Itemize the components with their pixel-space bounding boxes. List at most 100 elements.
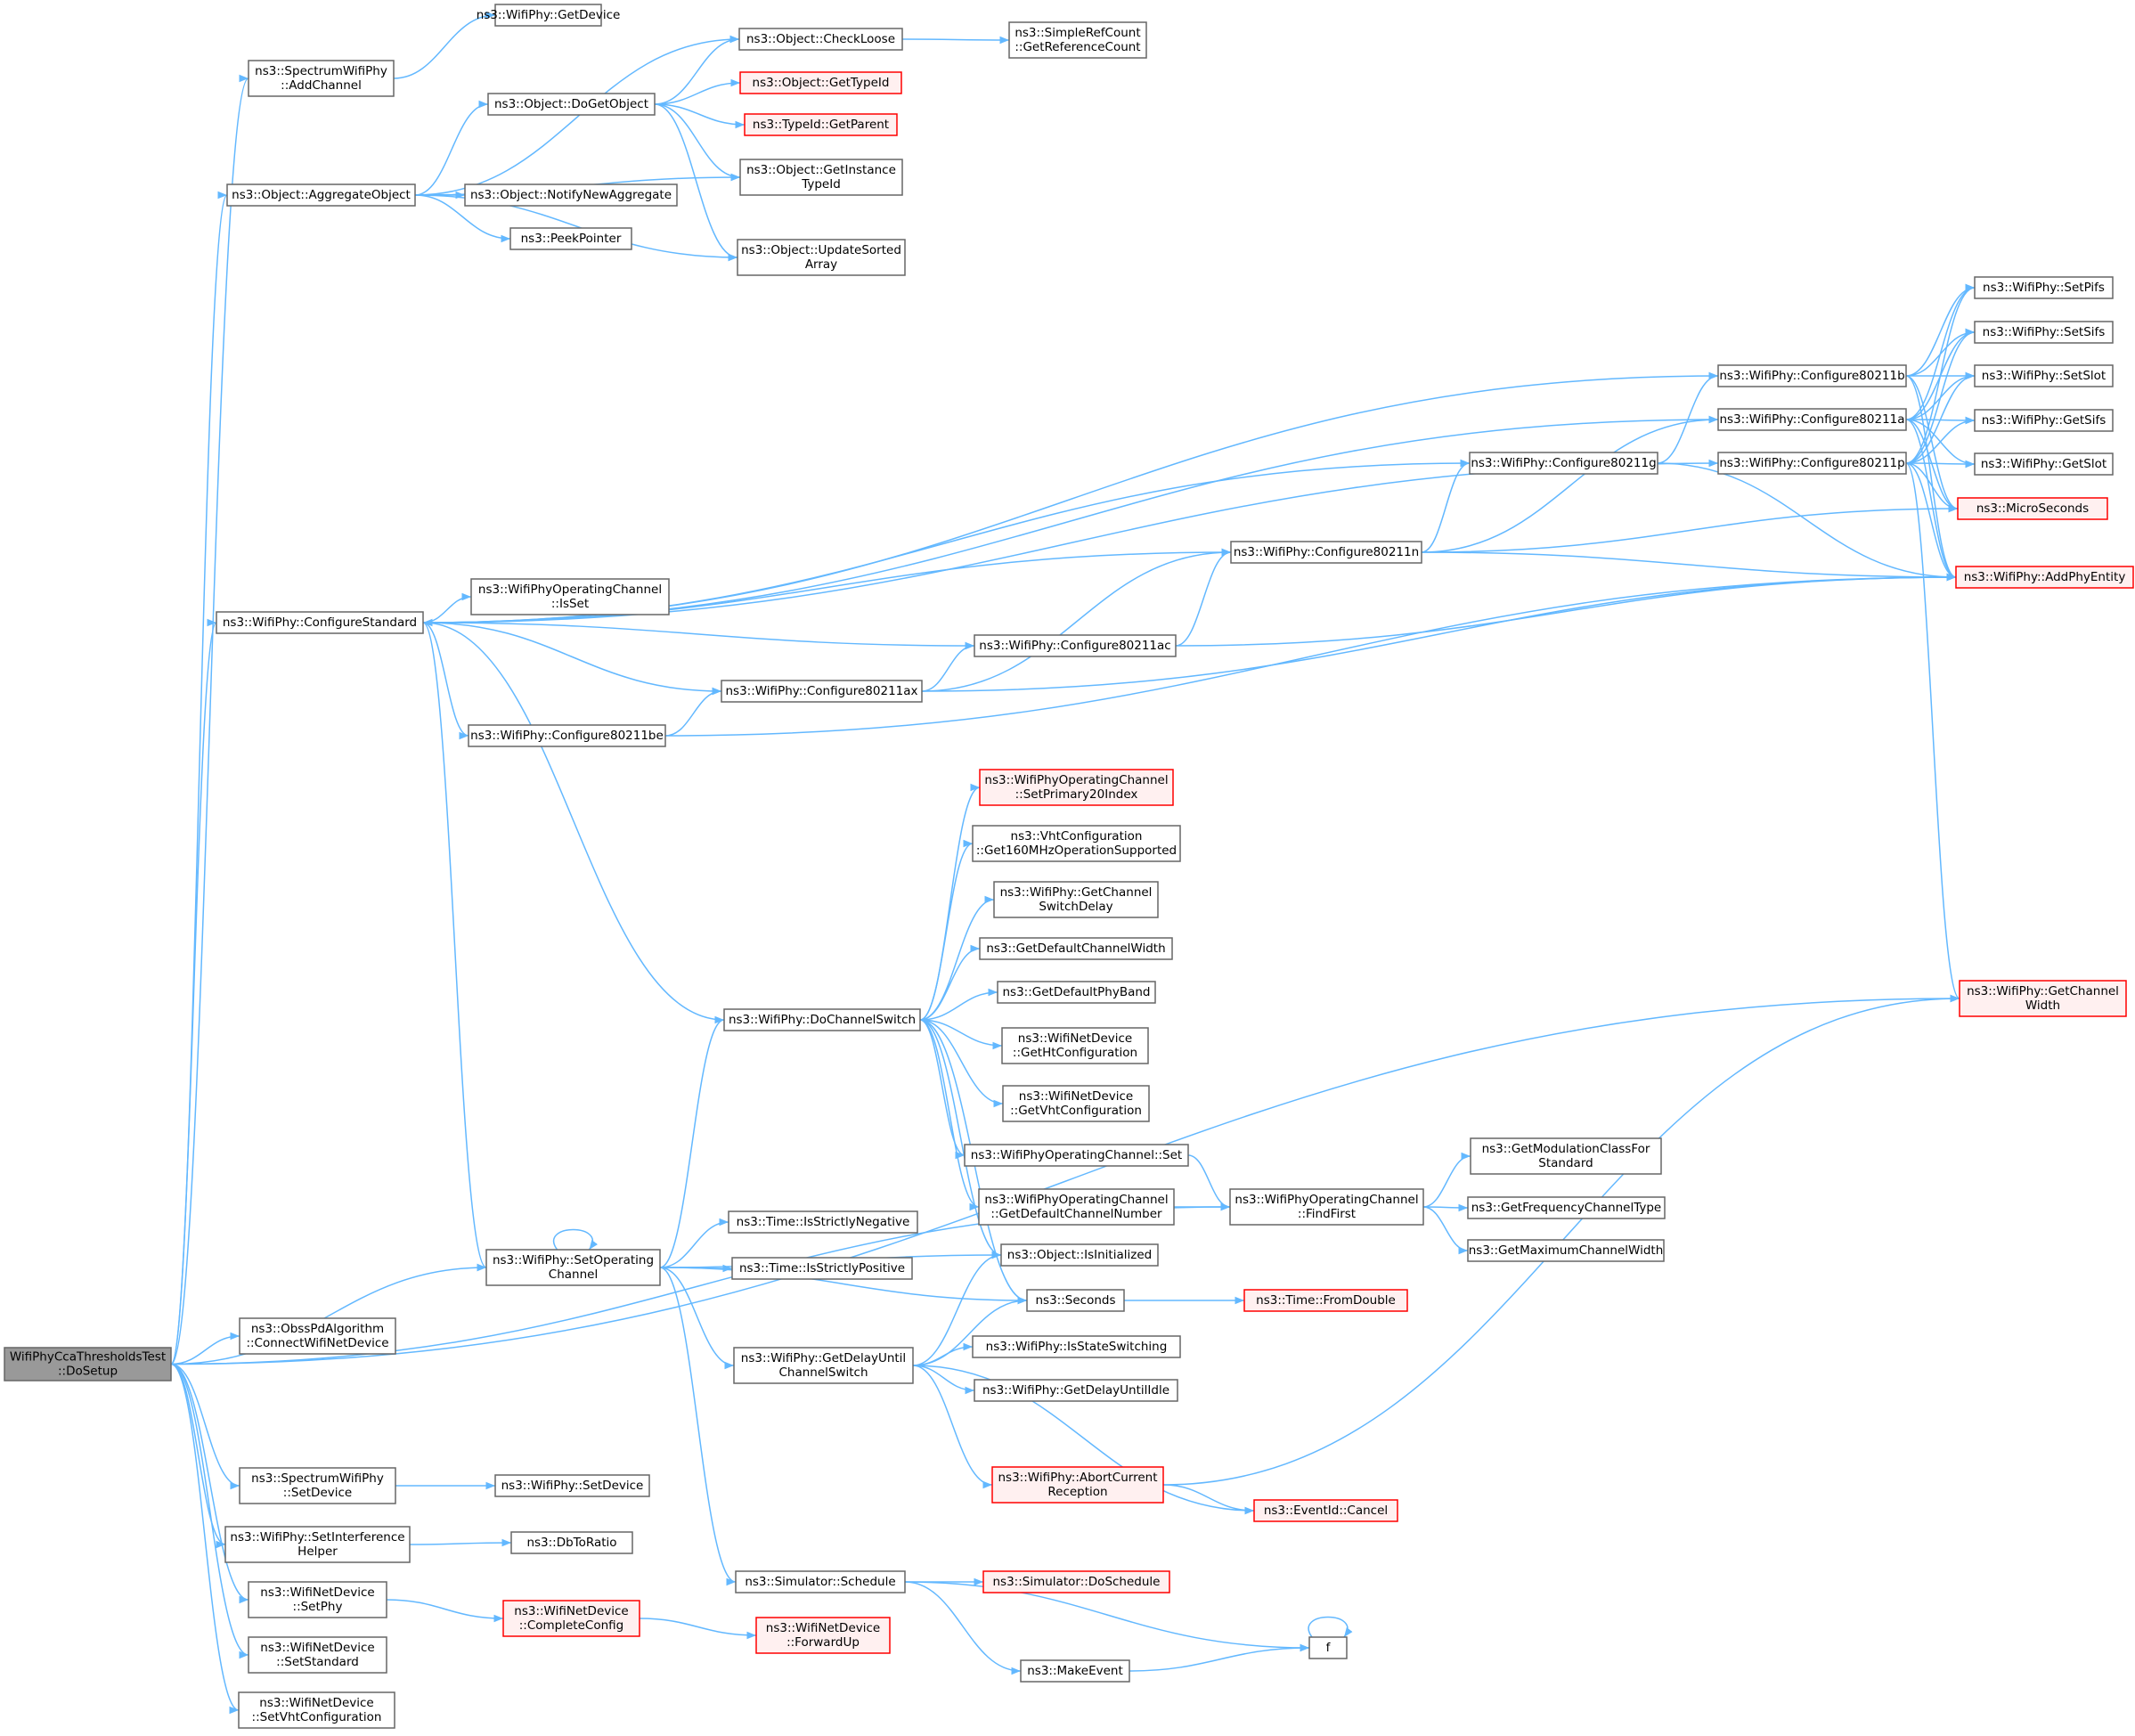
node-object-aggregateobject[interactable]: ns3::Object::AggregateObject bbox=[226, 183, 416, 207]
node-label: ns3::WifiPhyOperatingChannel bbox=[984, 773, 1168, 787]
edge-object_checkloose-to-simplerefcount bbox=[901, 36, 1010, 45]
node-object-isinitialized[interactable]: ns3::Object::IsInitialized bbox=[1000, 1243, 1159, 1267]
node-configure80211be[interactable]: ns3::WifiPhy::Configure80211be bbox=[468, 724, 666, 747]
node-getslot[interactable]: ns3::WifiPhy::GetSlot bbox=[1974, 452, 2114, 476]
node-spectrum-addchannel[interactable]: ns3::SpectrumWifiPhy::AddChannel bbox=[248, 60, 395, 97]
edge-makeevent-to-f bbox=[1129, 1643, 1310, 1672]
edge-configure80211p-to-getslot bbox=[1905, 460, 1976, 469]
node-label: TypeId bbox=[801, 177, 841, 192]
node-getvhtconfiguration[interactable]: ns3::WifiNetDevice::GetVhtConfiguration bbox=[1002, 1085, 1150, 1122]
edge-configure80211ax-to-configure80211n bbox=[921, 548, 1232, 692]
node-label: ns3::WifiNetDevice bbox=[259, 1696, 373, 1710]
node-microseconds[interactable]: ns3::MicroSeconds bbox=[1957, 497, 2108, 520]
node-time-fromdouble[interactable]: ns3::Time::FromDouble bbox=[1243, 1289, 1408, 1312]
node-time-isstrictlypositive[interactable]: ns3::Time::IsStrictlyPositive bbox=[731, 1257, 913, 1280]
node-spectrum-setdevice[interactable]: ns3::SpectrumWifiPhy::SetDevice bbox=[239, 1467, 396, 1504]
node-dochannelswitch[interactable]: ns3::WifiPhy::DoChannelSwitch bbox=[723, 1008, 921, 1031]
node-netdevice-setphy[interactable]: ns3::WifiNetDevice::SetPhy bbox=[248, 1581, 387, 1618]
node-completeconfig[interactable]: ns3::WifiNetDevice::CompleteConfig bbox=[502, 1600, 640, 1637]
node-configure80211ax[interactable]: ns3::WifiPhy::Configure80211ax bbox=[721, 680, 923, 703]
node-addphyentity[interactable]: ns3::WifiPhy::AddPhyEntity bbox=[1955, 566, 2134, 589]
edge-configure80211b-to-addphyentity bbox=[1905, 375, 1957, 582]
node-getfrequencychanneltype[interactable]: ns3::GetFrequencyChannelType bbox=[1467, 1196, 1666, 1219]
node-wifiphy-getdevice[interactable]: ns3::WifiPhy::GetDevice bbox=[477, 4, 621, 27]
node-simulator-schedule[interactable]: ns3::Simulator::Schedule bbox=[735, 1570, 906, 1593]
node-obsspd-connect[interactable]: ns3::ObssPdAlgorithm::ConnectWifiNetDevi… bbox=[239, 1317, 396, 1355]
node-label: ns3::Seconds bbox=[1036, 1293, 1116, 1308]
node-setsifs[interactable]: ns3::WifiPhy::SetSifs bbox=[1974, 321, 2114, 344]
node-box bbox=[1974, 276, 2114, 299]
node-label: ::GetReferenceCount bbox=[1015, 40, 1140, 54]
node-peekpointer[interactable]: ns3::PeekPointer bbox=[509, 227, 632, 250]
node-object-checkloose[interactable]: ns3::Object::CheckLoose bbox=[738, 28, 903, 51]
node-configure80211b[interactable]: ns3::WifiPhy::Configure80211b bbox=[1717, 364, 1907, 387]
node-netdevice-setvhtconfiguration[interactable]: ns3::WifiNetDevice::SetVhtConfiguration bbox=[238, 1691, 395, 1729]
node-label: ::ConnectWifiNetDevice bbox=[246, 1336, 388, 1350]
node-configure80211g[interactable]: ns3::WifiPhy::Configure80211g bbox=[1469, 452, 1658, 475]
node-getdefaultphyband[interactable]: ns3::GetDefaultPhyBand bbox=[997, 981, 1156, 1004]
node-time-isstrictlynegative[interactable]: ns3::Time::IsStrictlyNegative bbox=[728, 1210, 918, 1234]
node-vht-get160[interactable]: ns3::VhtConfiguration::Get160MHzOperatio… bbox=[972, 825, 1181, 862]
node-findfirst[interactable]: ns3::WifiPhyOperatingChannel::FindFirst bbox=[1229, 1188, 1424, 1226]
node-object-notifynewaggregate[interactable]: ns3::Object::NotifyNewAggregate bbox=[464, 183, 678, 207]
node-wifiphy-setdevice[interactable]: ns3::WifiPhy::SetDevice bbox=[494, 1474, 650, 1497]
node-configurestandard[interactable]: ns3::WifiPhy::ConfigureStandard bbox=[216, 611, 424, 634]
node-box bbox=[4, 1347, 172, 1381]
node-setslot[interactable]: ns3::WifiPhy::SetSlot bbox=[1974, 364, 2114, 387]
node-setpifs[interactable]: ns3::WifiPhy::SetPifs bbox=[1974, 276, 2114, 299]
node-box bbox=[248, 1636, 387, 1674]
node-getdelayuntilidle[interactable]: ns3::WifiPhy::GetDelayUntilIdle bbox=[974, 1379, 1178, 1402]
edge-getdelayuntilchannelswitch-to-isstateswitching bbox=[912, 1342, 974, 1366]
node-eventid-cancel[interactable]: ns3::EventId::Cancel bbox=[1253, 1499, 1398, 1522]
node-f[interactable]: f bbox=[1308, 1636, 1348, 1659]
node-gethtconfiguration[interactable]: ns3::WifiNetDevice::GetHtConfiguration bbox=[1001, 1027, 1149, 1064]
node-getdefaultchannelwidth[interactable]: ns3::GetDefaultChannelWidth bbox=[979, 937, 1173, 960]
node-forwardup[interactable]: ns3::WifiNetDevice::ForwardUp bbox=[755, 1617, 891, 1654]
edge-dochannelswitch-to-opchan_set bbox=[919, 1019, 966, 1160]
node-box bbox=[1308, 1636, 1348, 1659]
node-label: ns3::EventId::Cancel bbox=[1264, 1504, 1388, 1518]
edge-configure80211p-to-setpifs bbox=[1905, 283, 1976, 464]
node-setprimary20index[interactable]: ns3::WifiPhyOperatingChannel::SetPrimary… bbox=[979, 769, 1174, 806]
node-simulator-doschedule[interactable]: ns3::Simulator::DoSchedule bbox=[982, 1570, 1170, 1593]
node-getmaximumchannelwidth[interactable]: ns3::GetMaximumChannelWidth bbox=[1467, 1239, 1665, 1262]
node-configure80211p[interactable]: ns3::WifiPhy::Configure80211p bbox=[1717, 452, 1907, 475]
node-label: ::AddChannel bbox=[281, 78, 362, 93]
node-label: Standard bbox=[1538, 1156, 1593, 1170]
edge-getdelayuntilchannelswitch-to-object_isinitialized bbox=[912, 1251, 1002, 1366]
node-label: SwitchDelay bbox=[1039, 900, 1112, 914]
node-label: ::SetVhtConfiguration bbox=[252, 1710, 382, 1724]
node-makeevent[interactable]: ns3::MakeEvent bbox=[1020, 1659, 1130, 1683]
node-getdefaultchannelnumber[interactable]: ns3::WifiPhyOperatingChannel::GetDefault… bbox=[978, 1188, 1175, 1226]
node-object-gettypeid[interactable]: ns3::Object::GetTypeId bbox=[739, 71, 902, 94]
node-box bbox=[1974, 452, 2114, 476]
edge-findfirst-to-getfrequencychanneltype bbox=[1422, 1203, 1469, 1212]
node-isstateswitching[interactable]: ns3::WifiPhy::IsStateSwitching bbox=[972, 1335, 1181, 1358]
node-configure80211n[interactable]: ns3::WifiPhy::Configure80211n bbox=[1230, 541, 1422, 564]
node-configure80211ac[interactable]: ns3::WifiPhy::Configure80211ac bbox=[974, 634, 1177, 657]
node-box bbox=[1253, 1499, 1398, 1522]
node-dbtoratio[interactable]: ns3::DbToRatio bbox=[510, 1531, 633, 1554]
edge-dochannelswitch-to-getdefaultchannelnumber bbox=[919, 1019, 980, 1211]
node-configure80211a[interactable]: ns3::WifiPhy::Configure80211a bbox=[1717, 408, 1907, 431]
node-netdevice-setstandard[interactable]: ns3::WifiNetDevice::SetStandard bbox=[248, 1636, 387, 1674]
node-opchan-isset[interactable]: ns3::WifiPhyOperatingChannel::IsSet bbox=[470, 578, 670, 615]
node-typeid-getparent[interactable]: ns3::TypeId::GetParent bbox=[744, 113, 898, 136]
node-seconds[interactable]: ns3::Seconds bbox=[1026, 1289, 1125, 1312]
node-object-dogetobject[interactable]: ns3::Object::DoGetObject bbox=[487, 93, 656, 116]
node-getsifs[interactable]: ns3::WifiPhy::GetSifs bbox=[1974, 409, 2114, 432]
node-simplerefcount[interactable]: ns3::SimpleRefCount::GetReferenceCount bbox=[1008, 21, 1147, 59]
node-label: ::DoSetup bbox=[58, 1365, 118, 1379]
node-opchan-set[interactable]: ns3::WifiPhyOperatingChannel::Set bbox=[964, 1144, 1189, 1167]
node-box bbox=[216, 611, 424, 634]
node-root[interactable]: WifiPhyCcaThresholdsTest::DoSetup bbox=[4, 1347, 172, 1381]
